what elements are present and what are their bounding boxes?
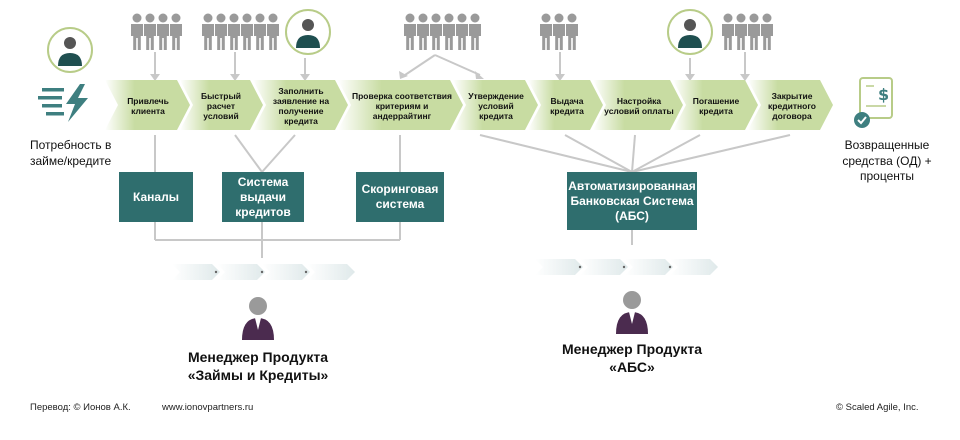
product-manager-title-right: Менеджер Продукта	[561, 341, 703, 357]
system-box-channels: Каналы	[119, 172, 193, 222]
product-manager-icon-left	[242, 297, 274, 340]
step-chevrons	[105, 80, 833, 130]
team-icon-3	[404, 13, 481, 50]
team-icon-1	[131, 13, 182, 50]
product-manager-label-right: Менеджер Продукта «АБС»	[542, 340, 722, 376]
end-label: Возвращенные средства (ОД) + проценты	[842, 138, 932, 184]
start-label: Потребность в займе/кредите	[30, 138, 112, 168]
step-label-6: Выдача кредита	[550, 96, 584, 116]
step-chevron-9	[748, 80, 833, 130]
step-label-1: Привлечь клиента	[127, 96, 169, 116]
footer-copyright: © Scaled Agile, Inc.	[836, 402, 919, 413]
connectors-top	[154, 52, 746, 76]
step-label-8: Погашение кредита	[692, 96, 740, 116]
connectors-systems	[154, 134, 791, 258]
document-dollar-icon: $	[854, 77, 893, 128]
step-chevron-1	[105, 80, 190, 130]
product-manager-product-left: «Займы и Кредиты»	[187, 367, 329, 384]
step-chevron-7	[593, 80, 683, 130]
step-chevron-4	[338, 80, 463, 130]
step-chevron-6	[528, 80, 603, 130]
step-chevron-5	[453, 80, 538, 130]
system-box-core-banking: Автоматизированная Банковская Система (А…	[567, 172, 697, 230]
footer-translation: Перевод: © Ионов А.К.	[30, 402, 131, 413]
team-icon-2	[202, 13, 279, 50]
step-label-4: Проверка соответствия критериям и андерр…	[351, 91, 452, 121]
step-chevron-2	[180, 80, 263, 130]
step-chevron-3	[253, 80, 348, 130]
connectors-up-arrows	[150, 71, 750, 81]
product-manager-icon-right	[616, 291, 648, 334]
svg-text:$: $	[878, 85, 889, 104]
speed-lightning-icon	[38, 84, 88, 122]
customer-icon-left	[47, 27, 93, 73]
customer-icon-right	[667, 9, 713, 55]
step-chevron-8	[673, 80, 758, 130]
step-label-3: Заполнить заявление на получение кредита	[272, 86, 330, 126]
product-manager-product-right: «АБС»	[609, 359, 655, 376]
product-manager-title-left: Менеджер Продукта	[187, 349, 329, 365]
step-label-5: Утверждение условий кредита	[468, 91, 524, 121]
product-manager-label-left: Менеджер Продукта «Займы и Кредиты»	[168, 348, 348, 384]
step-label-2: Быстрый расчет условий	[201, 91, 241, 121]
mini-stream-right	[535, 259, 718, 275]
step-label-9: Закрытие кредитного договора	[768, 91, 816, 121]
team-icon-4	[540, 13, 578, 50]
customer-icon-center	[285, 9, 331, 55]
system-box-loan-origination: Система выдачи кредитов	[222, 172, 304, 222]
step-label-7: Настройка условий оплаты	[604, 96, 674, 116]
footer-site: www.ionovpartners.ru	[162, 402, 254, 413]
team-icon-5	[722, 13, 773, 50]
mini-stream-left	[172, 264, 355, 280]
system-box-scoring: Скоринговая система	[356, 172, 444, 222]
